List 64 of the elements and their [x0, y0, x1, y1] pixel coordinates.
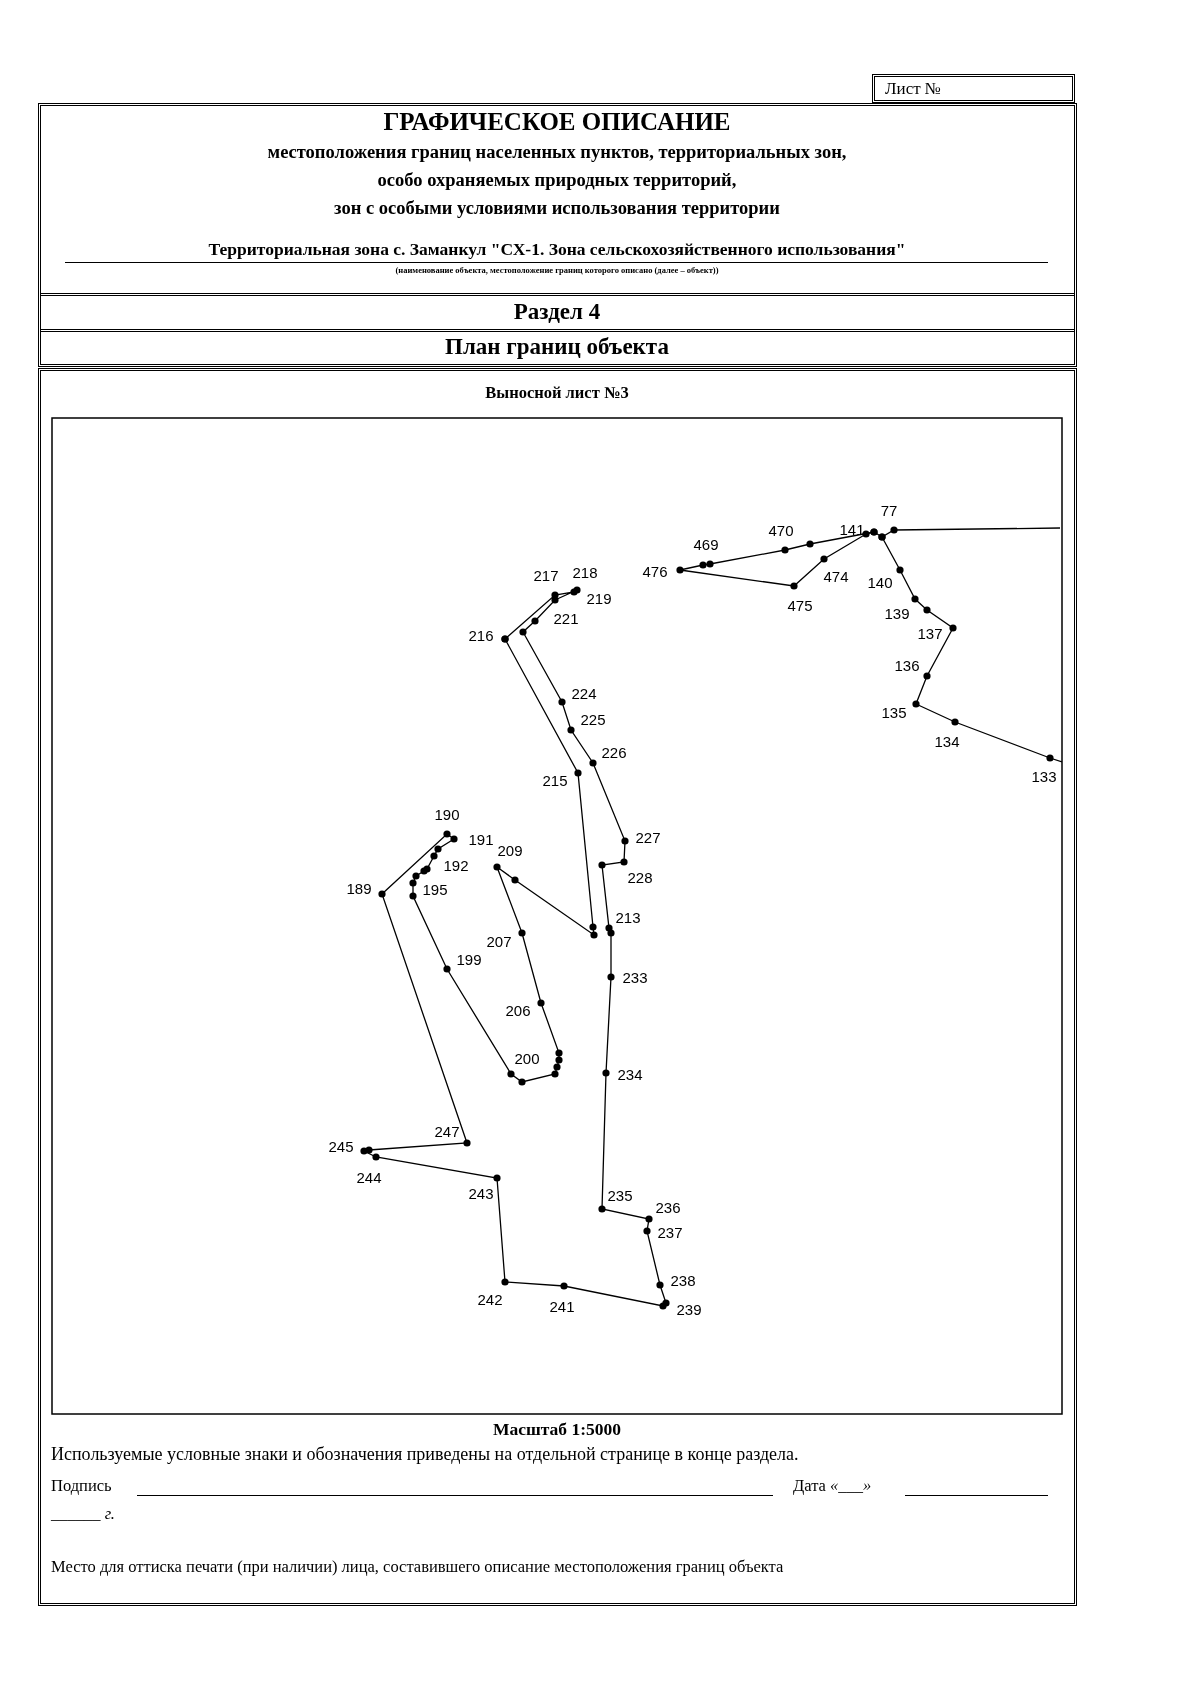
point-number: 139 — [884, 605, 910, 621]
scale-label: Масштаб 1:5000 — [492, 1419, 622, 1440]
point-number: 228 — [627, 869, 653, 885]
point-number: 244 — [356, 1169, 382, 1185]
point-number: 190 — [434, 806, 460, 822]
point-number: 245 — [328, 1138, 354, 1154]
point-number: 215 — [542, 772, 568, 788]
object-name-caption: (наименование объекта, местоположение границ которого описано (далее – объект)) — [395, 266, 719, 276]
legend-note: Используемые условные знаки и обозначения приведены на отдельной странице в конце раздела. — [51, 1444, 799, 1465]
point-number: 209 — [497, 842, 523, 858]
point-number: 206 — [505, 1002, 531, 1018]
point-number: 243 — [468, 1185, 494, 1201]
point-number: 189 — [346, 880, 372, 896]
point-number: 207 — [486, 933, 512, 949]
date-label: Дата «___» — [793, 1477, 872, 1496]
point-number: 221 — [553, 610, 579, 626]
point-number: 218 — [572, 564, 598, 580]
point-number: 136 — [894, 657, 920, 673]
point-number: 217 — [533, 567, 559, 583]
point-number: 200 — [514, 1050, 540, 1066]
point-number: 238 — [670, 1272, 696, 1288]
point-number: 242 — [477, 1291, 503, 1307]
point-number: 241 — [549, 1298, 575, 1314]
point-number: 137 — [917, 625, 943, 641]
sheet-number-label: Лист № — [872, 74, 1075, 103]
section-heading: Раздел 4 — [513, 299, 601, 326]
object-name: Территориальная зона с. Заманкул "СХ-1. Зона сельскохозяйственного использования" — [208, 239, 906, 260]
point-number: 199 — [456, 951, 482, 967]
signature-label: Подпись — [51, 1477, 112, 1496]
point-number: 213 — [615, 909, 641, 925]
point-number: 236 — [655, 1199, 681, 1215]
point-number: 474 — [823, 568, 849, 584]
point-number: 133 — [1031, 768, 1057, 784]
point-number: 225 — [580, 711, 606, 727]
year-label: ______ г. — [51, 1505, 115, 1524]
point-number: 77 — [880, 502, 898, 518]
subtitle-line: зон с особыми условиями использования территории — [334, 198, 780, 220]
point-number: 134 — [934, 733, 960, 749]
point-number: 224 — [571, 685, 597, 701]
subtitle-line: местоположения границ населенных пунктов, территориальных зон, — [267, 142, 847, 164]
subtitle-line: особо охраняемых природных территорий, — [377, 170, 737, 192]
stamp-place-note: Место для оттиска печати (при наличии) лица, составившего описание местоположения границ объекта — [51, 1558, 784, 1577]
point-number: 227 — [635, 829, 661, 845]
point-number: 135 — [881, 704, 907, 720]
point-number: 195 — [422, 881, 448, 897]
point-number: 140 — [867, 574, 893, 590]
point-number: 226 — [601, 744, 627, 760]
point-number: 234 — [617, 1066, 643, 1082]
point-number: 216 — [468, 627, 494, 643]
point-number: 239 — [676, 1301, 702, 1317]
point-number: 247 — [434, 1123, 460, 1139]
point-number: 233 — [622, 969, 648, 985]
point-number: 237 — [657, 1224, 683, 1240]
sheet-heading: Выносной лист №3 — [485, 384, 629, 403]
point-number: 191 — [468, 831, 494, 847]
point-number: 219 — [586, 590, 612, 606]
point-number: 192 — [443, 857, 469, 873]
point-number: 476 — [642, 563, 668, 579]
point-number: 470 — [768, 522, 794, 538]
point-number: 475 — [787, 597, 813, 613]
point-number: 235 — [607, 1187, 633, 1203]
document-title: ГРАФИЧЕСКОЕ ОПИСАНИЕ — [383, 108, 731, 137]
section-subheading: План границ объекта — [445, 334, 669, 361]
point-number: 469 — [693, 536, 719, 552]
